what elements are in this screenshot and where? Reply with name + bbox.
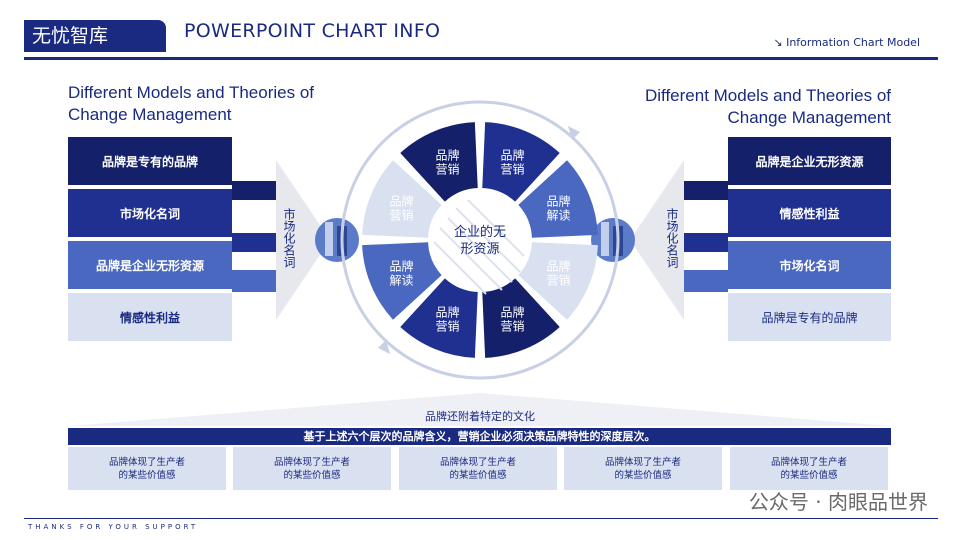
- left-fan-shape: [276, 160, 330, 320]
- left-tag-3: [232, 270, 276, 292]
- wheel-segment-label: 营销: [389, 208, 413, 222]
- wheel-segment-label: 品牌: [435, 306, 459, 320]
- value-card-line2: 的某些价值感: [780, 469, 838, 481]
- bottom-fan-shape: [70, 393, 890, 426]
- banner: 基于上述六个层次的品牌含义，营销企业必须决策品牌特性的深度层次。: [68, 428, 891, 445]
- value-card-5: 品牌体现了生产者的某些价值感: [730, 447, 888, 490]
- value-card-1: 品牌体现了生产者的某些价值感: [68, 447, 226, 490]
- wheel-segment-label: 营销: [435, 320, 459, 334]
- wheel-segment-label: 解读: [547, 208, 571, 222]
- left-title: Different Models and Theories of Change …: [68, 82, 314, 126]
- wheel-segment: [400, 122, 478, 202]
- core-label-line2: 形资源: [460, 242, 499, 257]
- wheel-segment-label: 解读: [389, 274, 413, 288]
- value-card-2: 品牌体现了生产者的某些价值感: [233, 447, 391, 490]
- left-item-2: 市场化名词: [68, 189, 232, 237]
- wheel-segment-label: 品牌: [501, 148, 525, 162]
- value-card-line2: 的某些价值感: [283, 469, 341, 481]
- right-item-4: 品牌是专有的品牌: [728, 293, 891, 341]
- right-item-1: 品牌是企业无形资源: [728, 137, 891, 185]
- left-side-label: 市场化名词: [282, 208, 296, 268]
- value-card-line2: 的某些价值感: [118, 469, 176, 481]
- left-item-3: 品牌是企业无形资源: [68, 241, 232, 289]
- footer-divider: [24, 518, 938, 519]
- wheel-segment-label: 品牌: [389, 260, 413, 274]
- value-card-line2: 的某些价值感: [449, 469, 507, 481]
- value-card-line1: 品牌体现了生产者: [604, 456, 681, 468]
- wheel-segment-label: 品牌: [547, 260, 571, 274]
- wheel-segment: [482, 278, 560, 358]
- value-card-4: 品牌体现了生产者的某些价值感: [564, 447, 722, 490]
- ring-arrow-bottom: [378, 340, 390, 354]
- wheel-segment-label: 营销: [501, 320, 525, 334]
- left-tag-1: [232, 181, 276, 200]
- left-title-line1: Different Models and Theories of: [68, 83, 315, 102]
- right-item-2: 情感性利益: [728, 189, 891, 237]
- left-item-1: 品牌是专有的品牌: [68, 137, 232, 185]
- right-item-3: 市场化名词: [728, 241, 891, 289]
- right-title: Different Models and Theories of Change …: [645, 85, 891, 129]
- wheel-segment: [482, 122, 560, 202]
- value-card-line1: 品牌体现了生产者: [439, 456, 516, 468]
- wheel-segment-label: 营销: [547, 274, 571, 288]
- wheel-segment: [362, 160, 442, 238]
- culture-label: 品牌还附着特定的文化: [425, 410, 535, 423]
- value-card-line2: 的某些价值感: [614, 469, 672, 481]
- right-fan-shape: [630, 160, 684, 320]
- left-item-4: 情感性利益: [68, 293, 232, 341]
- wheel-segment-label: 品牌: [389, 194, 413, 208]
- wheel-segment: [362, 242, 442, 320]
- core-circle: [430, 190, 530, 290]
- brand-label: 无忧智库: [24, 20, 166, 52]
- value-card-3: 品牌体现了生产者的某些价值感: [399, 447, 557, 490]
- outer-ring: [340, 100, 620, 380]
- right-title-line2: Change Management: [727, 108, 891, 127]
- right-title-line1: Different Models and Theories of: [644, 86, 891, 105]
- footer-text: THANKS FOR YOUR SUPPORT: [28, 523, 199, 531]
- ring-arrow-top: [568, 126, 580, 140]
- right-tag-3: [684, 270, 728, 292]
- core-label-line1: 企业的无: [454, 224, 506, 240]
- wheel-segment-label: 营销: [435, 162, 459, 176]
- value-card-line1: 品牌体现了生产者: [273, 456, 350, 468]
- left-title-line2: Change Management: [68, 105, 232, 124]
- right-tag-2: [684, 233, 728, 252]
- wheel-segment-label: 品牌: [501, 306, 525, 320]
- header-subtitle: ↘ Information Chart Model: [773, 36, 920, 49]
- wheel-segment: [518, 160, 598, 238]
- header-divider: [24, 57, 938, 60]
- right-tag-1: [684, 181, 728, 200]
- wheel-segment: [400, 278, 478, 358]
- wheel-segment-label: 品牌: [435, 148, 459, 162]
- wheel-segment-label: 品牌: [547, 194, 571, 208]
- value-card-line1: 品牌体现了生产者: [108, 456, 185, 468]
- watermark: 公众号 · 肉眼品世界: [748, 490, 928, 514]
- right-side-label: 市场化名词: [665, 208, 679, 268]
- left-tag-2: [232, 233, 276, 252]
- page-title: POWERPOINT CHART INFO: [184, 20, 441, 42]
- value-card-line1: 品牌体现了生产者: [770, 456, 847, 468]
- wheel-segment-label: 营销: [501, 162, 525, 176]
- wheel-segment: [518, 242, 598, 320]
